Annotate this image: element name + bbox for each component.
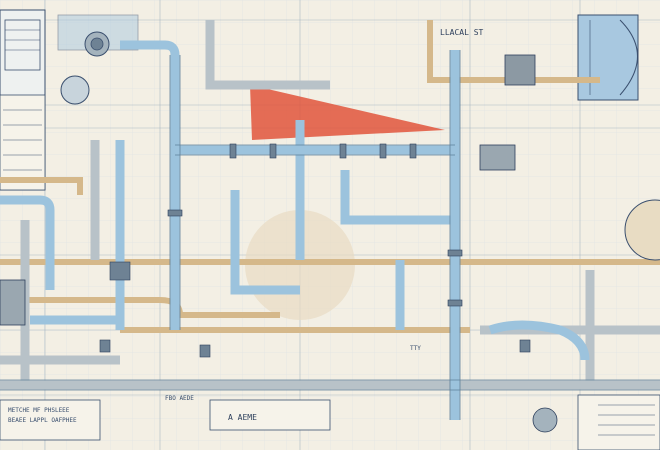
pump-equipment <box>0 54 558 433</box>
label-top-right: LLACAL ST <box>440 28 484 37</box>
tank-icon <box>624 199 660 261</box>
label-bottom-left-1: METCHE MF PHSLEEE <box>8 407 70 414</box>
top-left-panel <box>0 9 46 191</box>
bottom-left-box <box>0 399 101 441</box>
label-bottom-legend: A AEME <box>228 413 257 422</box>
flanges <box>99 143 531 358</box>
pipe-outlines <box>0 50 660 420</box>
legend-box <box>577 394 660 450</box>
bottom-legend-box <box>209 399 331 431</box>
label-center-box: TTY <box>410 345 421 352</box>
top-right-panel <box>577 14 639 101</box>
legend-lines <box>598 404 655 436</box>
label-bottom-center: FBO AEDE <box>165 395 194 402</box>
blue-pipes <box>0 40 590 420</box>
label-bottom-left-2: BEAEE LAPPL OAFPHEE <box>8 417 77 424</box>
valve-block-top-left <box>57 14 139 105</box>
